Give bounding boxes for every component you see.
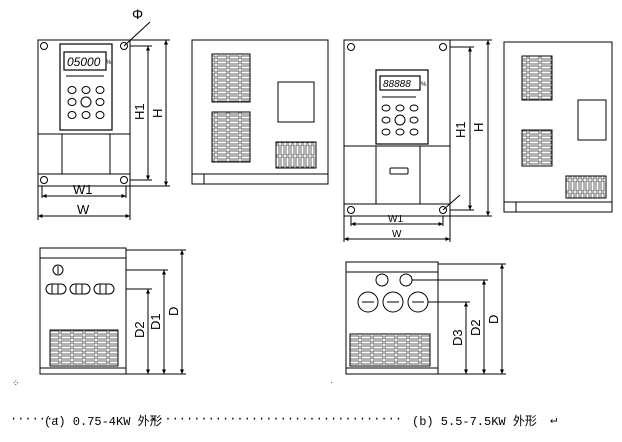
a-phi-label: Φ <box>132 6 143 22</box>
drawing-b-bottom-view <box>345 261 506 375</box>
b-display-indicator: % <box>421 82 427 88</box>
b-d-label: D <box>486 315 501 324</box>
a-keypad-panel <box>59 43 113 131</box>
b-keypad-panel <box>375 69 429 145</box>
a-d1-label: D1 <box>148 313 163 330</box>
a-lcd-display <box>63 51 107 71</box>
drawing-a-bottom-view <box>39 247 186 375</box>
a-w-label: W <box>77 202 90 217</box>
a-d-label: D <box>166 307 181 316</box>
a-h-label: H <box>150 109 165 118</box>
b-lcd-display <box>379 75 421 91</box>
drawing-a-front-view <box>37 21 170 220</box>
a-keys <box>67 86 105 119</box>
caption-b: (b) 5.5-7.5KW 外形 <box>412 415 537 429</box>
caption-a: (a) 0.75-4KW 外形 <box>44 415 162 429</box>
drawing-b-side-view <box>503 41 613 213</box>
a-display-indicator: % <box>106 60 112 66</box>
b-display-digits: 88888 <box>383 79 411 90</box>
b-w-label: W <box>392 229 402 240</box>
drawing-b-labels: 88888 % W1 W H1 H D3 D2 D <box>383 79 501 346</box>
drawing-b-front-view <box>343 39 492 242</box>
b-w1-label: W1 <box>388 214 403 225</box>
b-d2-label: D2 <box>468 319 483 336</box>
anchor-dot-b: · <box>330 378 333 387</box>
drawing-a-labels: 05000 % Φ W1 W H1 H D2 D1 D <box>67 6 181 338</box>
caption-b-leader: ··································· <box>150 412 403 426</box>
paragraph-mark: ↵ <box>550 413 558 427</box>
caption-a-leader: ······· <box>10 412 61 426</box>
a-front-body <box>37 39 131 187</box>
a-display-digits: 05000 <box>67 55 101 69</box>
b-h-label: H <box>471 123 486 132</box>
anchor-dot-a: ⁘ <box>12 378 20 388</box>
a-d2-label: D2 <box>132 321 147 338</box>
b-d3-label: D3 <box>450 329 465 346</box>
b-h1-label: H1 <box>453 121 468 138</box>
a-h1-label: H1 <box>132 103 147 120</box>
drawing-a-side-view <box>191 39 329 185</box>
a-w1-label: W1 <box>73 182 93 197</box>
